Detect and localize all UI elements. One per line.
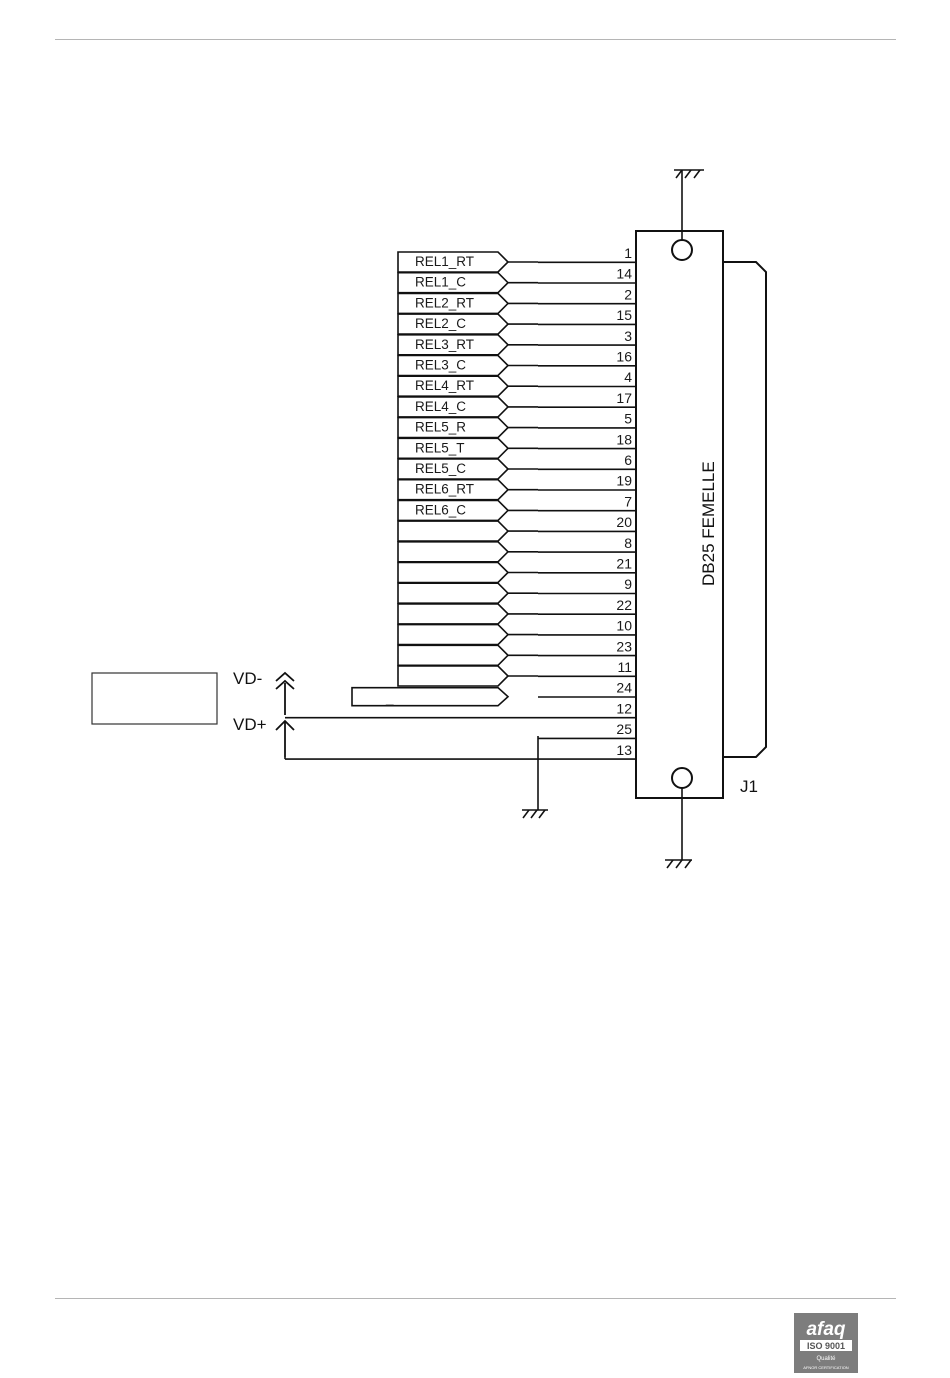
pin-number-20: 20 <box>616 514 632 530</box>
pin-number-22: 22 <box>616 597 632 613</box>
pin-number-16: 16 <box>616 349 632 365</box>
connector-name: DB25 FEMELLE <box>699 461 718 586</box>
net-label-1: REL1_RT <box>415 254 474 269</box>
net-label-2: REL1_C <box>415 275 466 290</box>
net-label-11: REL5_C <box>415 461 466 476</box>
svg-text:Qualité: Qualité <box>816 1356 836 1362</box>
mounting-hole-top <box>672 240 692 260</box>
pin-number-2: 2 <box>624 286 632 302</box>
pin-number-21: 21 <box>616 556 632 572</box>
pin-number-4: 4 <box>624 369 632 385</box>
vd-plus-label: VD+ <box>233 715 267 734</box>
net-label-4: REL2_C <box>415 316 466 331</box>
svg-text:AFNOR CERTIFICATION: AFNOR CERTIFICATION <box>803 1365 849 1370</box>
chassis-ground-icon-bottom <box>665 788 692 868</box>
net-flag-14 <box>398 521 508 541</box>
vd-minus-arrow-icon <box>276 673 294 715</box>
net-label-last: _ <box>385 691 394 706</box>
net-label-7: REL4_RT <box>415 378 474 393</box>
mounting-hole-bottom <box>672 768 692 788</box>
net-flag-20 <box>398 645 508 665</box>
pin-number-10: 10 <box>616 618 632 634</box>
connector-shell <box>723 262 766 757</box>
net-flag-16 <box>398 563 508 583</box>
net-label-3: REL2_RT <box>415 295 474 310</box>
net-flag-18 <box>398 604 508 624</box>
net-flag-21 <box>398 666 508 686</box>
pin-number-6: 6 <box>624 452 632 468</box>
net-label-6: REL3_C <box>415 358 466 373</box>
net-label-5: REL3_RT <box>415 337 474 352</box>
net-label-9: REL5_R <box>415 420 466 435</box>
pin-number-5: 5 <box>624 411 632 427</box>
pin-number-17: 17 <box>616 390 632 406</box>
vd-plus-arrow-icon <box>276 721 294 757</box>
net-flag-19 <box>398 625 508 645</box>
pin-number-3: 3 <box>624 328 632 344</box>
label-layer: 1 14 2 15 3 16 4 17 5 18 6 19 7 20 8 21 9 22 10 23 11 24 12 25 1… <box>385 245 632 758</box>
pin-number-15: 15 <box>616 307 632 323</box>
net-label-8: REL4_C <box>415 399 466 414</box>
pin-number-25: 25 <box>616 721 632 737</box>
chassis-ground-icon-top <box>674 170 704 240</box>
net-label-10: REL5_T <box>415 440 465 455</box>
afaq-iso-9001-logo: afaq ISO 9001 Qualité AFNOR CERTIFICATIO… <box>794 1313 858 1373</box>
pin-number-1: 1 <box>624 245 632 261</box>
net-flag-17 <box>398 583 508 603</box>
svg-text:afaq: afaq <box>806 1319 845 1340</box>
pin-number-18: 18 <box>616 431 632 447</box>
pin-number-8: 8 <box>624 535 632 551</box>
pin-number-23: 23 <box>616 638 632 654</box>
power-block <box>92 673 217 724</box>
pin-number-13: 13 <box>616 742 632 758</box>
net-label-12: REL6_RT <box>415 482 474 497</box>
net-flag-15 <box>398 542 508 562</box>
pin-number-24: 24 <box>616 680 632 696</box>
pin-number-11: 11 <box>617 659 632 675</box>
vd-minus-label: VD- <box>233 669 262 688</box>
pin-number-12: 12 <box>616 700 632 716</box>
ground-icon-pin25 <box>522 736 548 818</box>
pin-number-9: 9 <box>624 576 632 592</box>
pin-number-14: 14 <box>616 266 632 282</box>
net-flag-last <box>352 688 508 706</box>
svg-text:ISO 9001: ISO 9001 <box>807 1341 845 1351</box>
net-label-13: REL6_C <box>415 502 466 517</box>
connector-ref: J1 <box>740 777 758 796</box>
pin-number-7: 7 <box>624 493 632 509</box>
pin-number-19: 19 <box>616 473 632 489</box>
